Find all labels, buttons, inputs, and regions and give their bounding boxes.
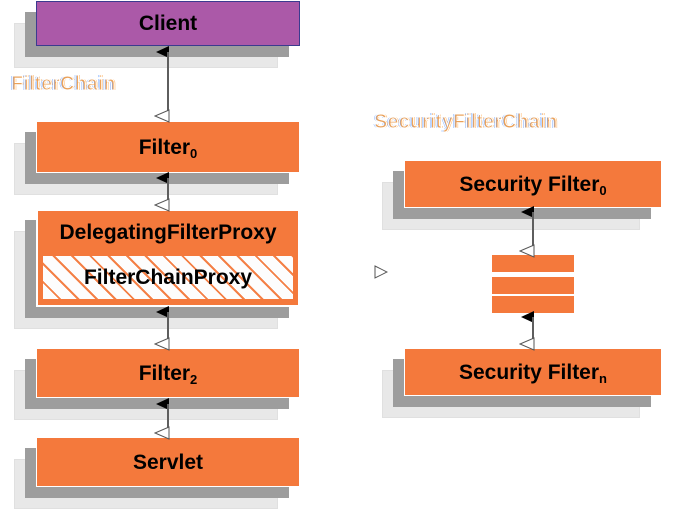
delegating-filter-proxy-label: DelegatingFilterProxy [59,220,277,244]
filter-2-node[interactable]: Filter2 [14,348,300,420]
client-node[interactable]: Client [14,1,300,68]
security-filter-0-label-text: Security Filter [459,172,600,196]
delegating-filter-proxy-node[interactable]: DelegatingFilterProxy FilterChainProxy [14,209,300,329]
security-filter-chain-label: SecurityFilterChain [373,111,558,133]
dfp-title-area: DelegatingFilterProxy [38,211,298,253]
filter-0-label: Filter0 [138,135,198,161]
security-filter-0-label: Security Filter0 [459,172,607,198]
filter-0-node[interactable]: Filter0 [14,121,300,195]
servlet-label: Servlet [132,450,204,474]
filter-0-label-sub: 0 [190,145,198,161]
filter-2-label: Filter2 [138,361,198,387]
security-filter-0-label-sub: 0 [599,182,607,198]
security-filter-0-face: Security Filter0 [404,160,662,208]
filter-2-label-sub: 2 [190,371,198,387]
filter-2-label-text: Filter [138,361,191,385]
security-filter-ellipsis-bar-2 [492,277,574,294]
filter-chain-label: FilterChain [10,73,116,95]
client-label: Client [138,12,198,35]
security-filter-ellipsis-bar-3 [492,296,574,313]
servlet-face: Servlet [36,437,300,487]
client-face: Client [36,1,300,46]
filter-0-face: Filter0 [36,121,300,173]
filter-0-label-text: Filter [138,135,191,159]
security-filter-ellipsis-bar-1 [492,255,574,272]
filter-chain-proxy-label: FilterChainProxy [83,266,253,289]
security-filter-n-face: Security Filtern [404,348,662,396]
filter-chain-proxy-node[interactable]: FilterChainProxy [42,255,294,300]
security-filter-n-label: Security Filtern [458,360,607,386]
security-filter-0-node[interactable]: Security Filter0 [382,160,662,230]
security-filter-n-label-sub: n [599,370,607,386]
dfp-face: DelegatingFilterProxy FilterChainProxy [36,209,300,307]
security-filter-n-node[interactable]: Security Filtern [382,348,662,418]
servlet-node[interactable]: Servlet [14,437,300,509]
filter-2-face: Filter2 [36,348,300,398]
security-filter-n-label-text: Security Filter [458,360,600,384]
